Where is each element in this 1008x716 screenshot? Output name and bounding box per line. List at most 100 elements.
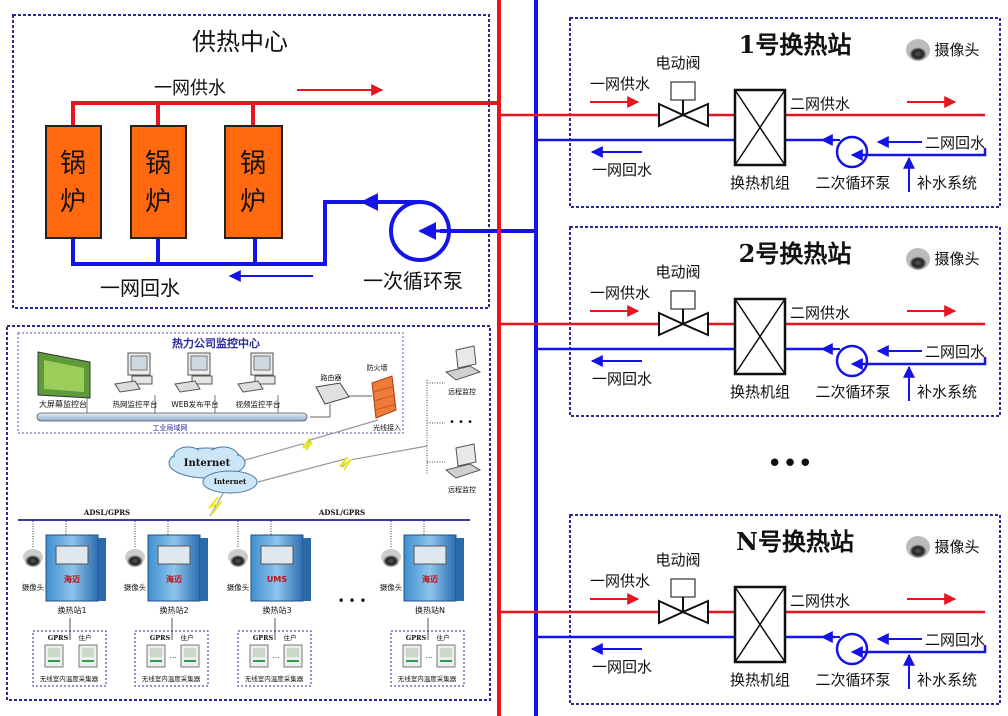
station-title: 2号换热站 [739,239,852,268]
field-stations-ellipsis: • • • [338,594,367,608]
primary-supply-label: 一网供水 [154,78,226,99]
link-label: ADSL/GPRS [318,508,365,517]
heat-exchanger-icon [733,585,787,664]
resident-label: 住户 [181,633,194,642]
return-header-pipe [71,200,420,266]
valve-label: 电动阀 [655,54,700,72]
workstation-icon [174,352,216,413]
camera-icon [125,549,145,567]
boiler-label: 锅 [60,149,86,179]
boiler: 锅 炉 [224,125,283,239]
collector-ellipsis: ··· [170,654,177,662]
station-panel: N号换热站摄像头电动阀一网供水换热机组二网供水一网回水二网回水二次循环泵补水系统 [499,514,1001,705]
brand-label: 海迈 [166,574,182,584]
camera-icon [23,549,43,567]
temperature-sensor-icon [78,644,98,668]
panel-border [6,325,491,701]
secondary-return-label: 二网回水 [925,343,985,361]
temperature-sensor-icon [44,644,64,668]
supply-header-pipe [71,101,500,126]
firewall-icon [371,375,397,419]
brand-label: UMS [267,575,287,584]
gprs-label: GPRS [48,634,69,642]
control-center-border [17,332,404,434]
boiler-icon [224,125,283,239]
lan-bus [36,412,308,422]
lightning-icon [206,496,223,515]
boiler-label: 锅 [240,149,266,179]
controller-cabinet-icon [147,534,208,602]
boiler-label: 炉 [60,187,86,217]
device-label: WEB发布平台 [171,399,218,409]
internet-label: Internet [184,458,231,469]
camera-label: 摄像头 [934,41,979,59]
secondary-supply-label: 二网供水 [790,95,850,113]
boiler-label: 炉 [240,187,266,217]
lightning-icon [339,456,353,471]
collector-group [32,630,107,687]
camera-label: 摄像头 [227,582,250,592]
station-name: 换热站1 [57,605,86,615]
gprs-label: GPRS [150,634,171,642]
temperature-sensor-icon [146,644,166,668]
temperature-sensor-icon [180,644,200,668]
secondary-pump-label: 二次循环泵 [815,174,890,192]
heating-center-panel: 供热中心 一网供水 一次循环泵 一网回水 锅 炉 锅 炉 锅 炉 [12,14,538,309]
secondary-pump-icon [835,632,869,666]
fiber-link [244,419,379,461]
temperature-sensor-icon [436,644,456,668]
panel-border [569,514,1001,705]
resident-label: 住户 [437,633,450,642]
valve-label: 电动阀 [655,551,700,569]
station-title: N号换热站 [736,527,854,556]
internet-cloud-icon [202,470,258,494]
secondary-return-label: 二网回水 [925,631,985,649]
camera-icon [381,549,401,567]
station-title: 1号换热站 [739,30,852,59]
electric-valve-icon [658,290,709,337]
remote-ellipsis: • • • [449,417,473,428]
link-label: ADSL/GPRS [83,508,130,517]
boiler-label: 锅 [145,149,171,179]
secondary-supply-label: 二网供水 [790,304,850,322]
boiler: 锅 炉 [130,125,187,239]
brand-label: 海迈 [64,574,80,584]
primary-pump-label: 一次循环泵 [363,269,463,293]
station-panel: 1号换热站摄像头电动阀一网供水换热机组二网供水一网回水二网回水二次循环泵补水系统 [499,17,1001,208]
internet-cloud-icon [168,446,246,479]
controller-cabinet-icon [45,534,106,602]
secondary-return-label: 二网回水 [925,134,985,152]
secondary-return-pipe [855,645,987,654]
secondary-pump-label: 二次循环泵 [815,383,890,401]
remote-label: 远程监控 [448,387,476,396]
camera-label: 摄像头 [934,250,979,268]
valve-label: 电动阀 [655,263,700,281]
stations-ellipsis: ••• [767,449,813,479]
workstation-icon [237,352,279,413]
panel-border [569,226,1001,417]
collector-label: 无线室内温度采集器 [40,674,99,683]
makeup-label: 补水系统 [917,174,977,192]
firewall-label: 防火墙 [367,363,388,372]
boiler: 锅 炉 [45,125,102,239]
secondary-return-pipe [855,148,987,157]
device-label: 大屏幕监控台 [39,399,87,409]
device-label: 热网监控平台 [113,399,158,409]
temperature-sensor-icon [249,644,269,668]
secondary-return-pipe [855,357,987,366]
workstation-icon [114,352,156,413]
camera-icon [906,248,930,270]
laptop-icon [444,345,482,381]
makeup-label: 补水系统 [917,671,977,689]
primary-return-label: 一网回水 [592,370,652,388]
station-name: 换热站2 [159,605,188,615]
router-label: 路由器 [321,373,342,382]
secondary-pump-icon [835,344,869,378]
resident-label: 住户 [284,633,297,642]
primary-supply-label: 一网供水 [590,75,650,93]
collector-ellipsis: ··· [426,654,433,662]
